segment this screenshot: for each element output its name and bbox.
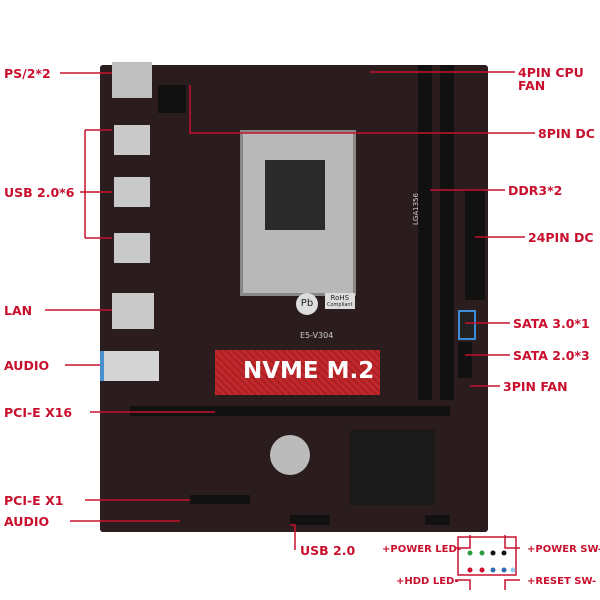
label-8pin-dc: 8PIN DC	[538, 126, 595, 141]
8pin-connector	[158, 85, 186, 113]
label-4pin-cpu: 4PIN CPU	[518, 65, 584, 80]
label-ddr3: DDR3*2	[508, 183, 563, 198]
nvme-text: NVME M.2	[243, 358, 375, 384]
pb-mark: Pb	[296, 293, 318, 315]
label-usb20: USB 2.0	[300, 543, 356, 558]
label-audio-front: AUDIO	[4, 514, 50, 529]
sata3-port	[458, 310, 476, 340]
motherboard: NVME M.2 E5-V304 LGA1356 RoHS Compliant …	[100, 62, 488, 532]
pcie-x1-slot	[190, 495, 250, 504]
usb-port-3	[114, 233, 150, 263]
chipset-heatsink	[350, 430, 435, 505]
label-reset-sw: +RESET SW-	[527, 576, 597, 587]
label-pcie-x1: PCI-E X1	[4, 493, 64, 508]
label-hdd-led: +HDD LED-	[396, 576, 459, 587]
label-sata3: SATA 3.0*1	[513, 316, 590, 331]
nvme-card: NVME M.2	[215, 350, 380, 395]
sata2-ports	[458, 342, 472, 378]
24pin-connector	[465, 190, 485, 300]
rohs-sub-text: Compliant	[327, 302, 353, 308]
ddr3-slot-1	[418, 65, 432, 400]
ddr3-slot-2	[440, 65, 454, 400]
usb-port-1	[114, 125, 150, 155]
audio-jacks	[100, 351, 159, 381]
label-power-sw: +POWER SW-	[527, 544, 600, 555]
label-pcie-x16: PCI-E X16	[4, 405, 73, 420]
cmos-battery	[270, 435, 310, 475]
cpu-socket-center	[265, 160, 325, 230]
label-usb20x6: USB 2.0*6	[4, 185, 75, 200]
rohs-mark: RoHS Compliant	[325, 293, 355, 309]
label-power-led: +POWER LED-	[382, 544, 462, 555]
ps2-port	[112, 62, 152, 98]
pcie-x16-slot	[130, 406, 450, 416]
label-sata2: SATA 2.0*3	[513, 348, 590, 363]
label-fan: FAN	[518, 78, 546, 93]
label-3pin-fan: 3PIN FAN	[503, 379, 568, 394]
front-panel-header	[425, 515, 450, 525]
label-lan: LAN	[4, 303, 33, 318]
label-audio-rear: AUDIO	[4, 358, 50, 373]
label-ps2: PS/2*2	[4, 66, 51, 81]
rohs-text: RoHS	[330, 294, 350, 302]
model-text: E5-V304	[300, 331, 334, 340]
label-24pin-dc: 24PIN DC	[528, 230, 594, 245]
usb-header	[290, 515, 330, 525]
usb-port-2	[114, 177, 150, 207]
lan-port	[112, 293, 154, 329]
